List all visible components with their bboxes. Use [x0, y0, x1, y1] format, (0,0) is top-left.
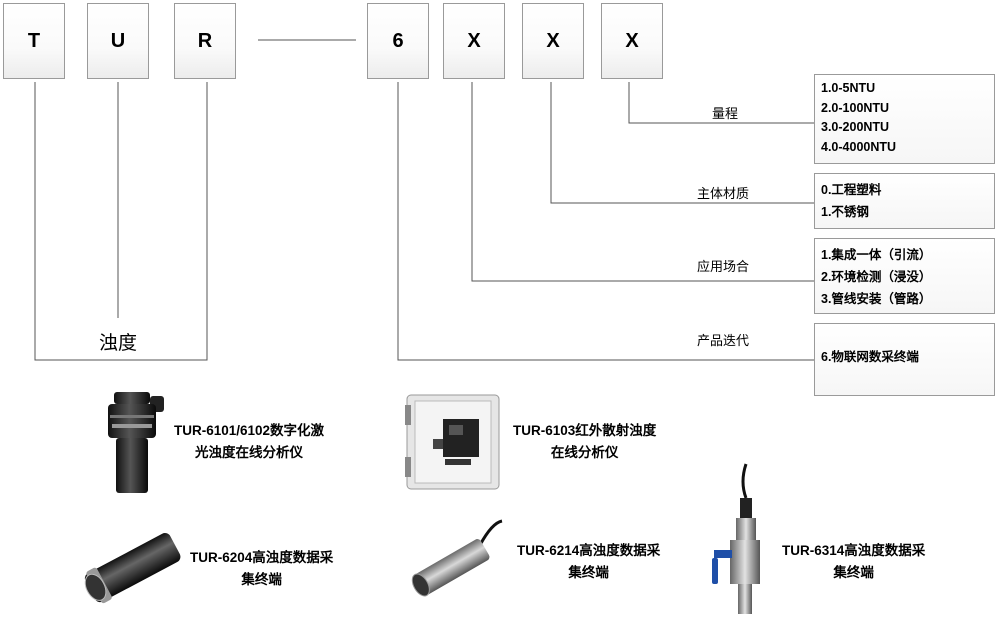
- tur-6103-product-image: [405, 394, 500, 490]
- code-box-6: 6: [367, 3, 429, 79]
- caption-line: TUR-6314高浊度数据采: [782, 543, 926, 558]
- code-box-t: T: [3, 3, 65, 79]
- code-box-r: R: [174, 3, 236, 79]
- code-box-x2: X: [522, 3, 584, 79]
- connector-material: [550, 82, 817, 204]
- iteration-options: 6.物联网数采终端: [814, 323, 995, 396]
- caption-line: 集终端: [241, 572, 282, 587]
- connector-application: [471, 82, 817, 282]
- tur-6314-product-image: [712, 463, 760, 614]
- code-box-x3: X: [601, 3, 663, 79]
- tur-6101-product-image: [108, 392, 164, 493]
- code-box-u: U: [87, 3, 149, 79]
- material-label: 主体材质: [697, 186, 750, 201]
- range-option: 3.0-200NTU: [821, 120, 890, 134]
- range-options: 1.0-5NTU 2.0-100NTU 3.0-200NTU 4.0-4000N…: [814, 74, 995, 164]
- application-label: 应用场合: [697, 259, 750, 274]
- iteration-label: 产品迭代: [697, 333, 750, 348]
- connector-turbidity-bracket: [34, 82, 208, 361]
- tur-6101-caption: TUR-6101/6102数字化激 光浊度在线分析仪: [174, 420, 324, 464]
- caption-line: TUR-6204高浊度数据采: [190, 550, 334, 565]
- caption-line: TUR-6103红外散射浊度: [513, 423, 657, 438]
- range-label: 量程: [712, 106, 739, 121]
- application-options: 1.集成一体（引流） 2.环境检测（浸没） 3.管线安装（管路）: [814, 238, 995, 314]
- application-option: 3.管线安装（管路）: [821, 292, 932, 306]
- application-option: 1.集成一体（引流）: [821, 248, 932, 262]
- material-option: 1.不锈钢: [821, 205, 869, 219]
- range-option: 4.0-4000NTU: [821, 139, 897, 154]
- caption-line: TUR-6214高浊度数据采: [517, 543, 661, 558]
- caption-line: TUR-6101/6102数字化激: [174, 423, 325, 438]
- tur-6314-caption: TUR-6314高浊度数据采 集终端: [782, 540, 925, 584]
- caption-line: 光浊度在线分析仪: [195, 445, 304, 460]
- range-option: 2.0-100NTU: [821, 100, 890, 115]
- caption-line: 集终端: [568, 565, 609, 580]
- caption-line: 在线分析仪: [550, 445, 619, 460]
- iteration-option: 6.物联网数采终端: [821, 350, 919, 364]
- connector-range: [628, 82, 817, 124]
- tur-6204-caption: TUR-6204高浊度数据采 集终端: [190, 547, 333, 591]
- tur-6214-caption: TUR-6214高浊度数据采 集终端: [517, 540, 660, 584]
- code-box-x1: X: [443, 3, 505, 79]
- tur-6214-product-image: [411, 519, 503, 597]
- turbidity-label: 浊度: [99, 333, 138, 354]
- material-options: 0.工程塑料 1.不锈钢: [814, 173, 995, 229]
- connector-iteration: [397, 82, 817, 361]
- application-option: 2.环境检测（浸没）: [821, 270, 932, 284]
- range-option: 1.0-5NTU: [821, 81, 876, 95]
- material-option: 0.工程塑料: [821, 183, 882, 197]
- tur-6103-caption: TUR-6103红外散射浊度 在线分析仪: [513, 420, 656, 464]
- tur-6204-product-image: [84, 533, 181, 604]
- caption-line: 集终端: [833, 565, 874, 580]
